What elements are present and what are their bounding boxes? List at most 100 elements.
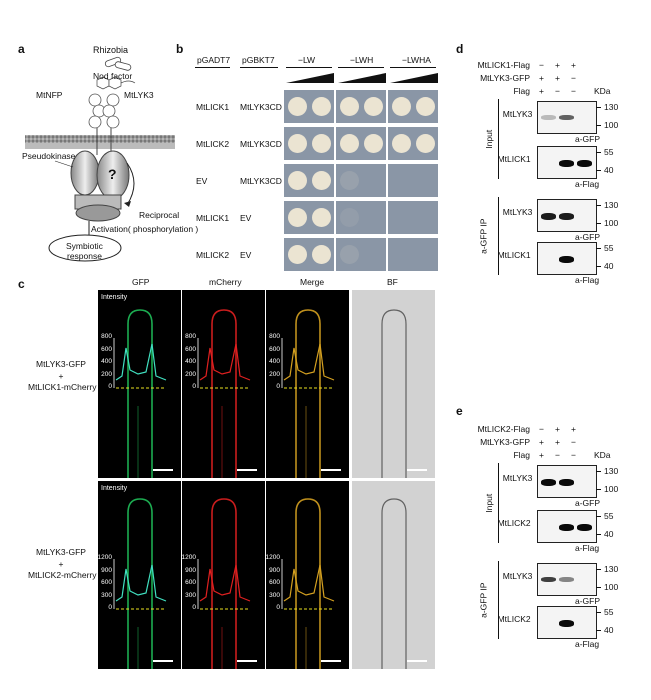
panel_d-band-2-0: [541, 212, 556, 220]
plate-2-2: [388, 164, 438, 197]
colony-4-0-0: [288, 245, 307, 264]
tick-r0-c2-3: 200: [269, 370, 280, 378]
panel_e-mw-b-1: 40: [604, 529, 614, 539]
scale-bar-r1-c2: [321, 660, 341, 662]
plate-2-0: [284, 164, 334, 197]
root-hair-outline-r0-c3: [381, 309, 407, 478]
panel_d-sign-1-2: −: [571, 73, 576, 83]
medium-label-2: −LWHA: [402, 55, 431, 65]
tick-r0-c1-0: 800: [185, 333, 196, 340]
response-label: response: [67, 251, 102, 261]
panel_e-protein-2: MtLYK3: [502, 571, 533, 581]
panel_d-sign-1-1: +: [555, 73, 560, 83]
panel_d-mw-b-0: 100: [604, 120, 619, 130]
row-ad-0: MtLICK1: [196, 102, 230, 112]
medium-label-0: −LW: [298, 55, 316, 65]
panel_d-band-3-1: [559, 255, 574, 263]
panel_e-sign-1-1: +: [555, 437, 560, 447]
scale-bar-r0-c2: [321, 469, 341, 471]
pgbkt7-label: pGBKT7: [242, 55, 275, 65]
panel_d-mwtick-a-0: [596, 107, 601, 108]
plate-1-0: [284, 127, 334, 160]
row-bd-2: MtLYK3CD: [240, 176, 282, 186]
panel_d-mw-b-2: 100: [604, 218, 619, 228]
colony-0-2-0: [392, 97, 411, 116]
tick-r1-c2-3: 300: [269, 591, 280, 599]
panel_e-band-0-0: [541, 478, 556, 486]
panel_d-band-1-1: [559, 159, 574, 167]
row1-label-a: MtLYK3-GFP: [36, 359, 86, 369]
panel_e-mw-a-1: 55: [604, 511, 614, 521]
row-bd-3: EV: [240, 213, 252, 223]
panel_d-ab-2: a-GFP: [575, 232, 601, 242]
panel_e-mw-a-2: 130: [604, 564, 619, 574]
scale-bar-r1-c1: [237, 660, 257, 662]
panel_d-cond-label-0: MtLICK1-Flag: [477, 60, 530, 70]
panel_e-mwtick-b-2: [596, 587, 601, 588]
panel-label-e: e: [456, 404, 463, 418]
intensity-label-r0: Intensity: [101, 294, 128, 301]
panel_e-mwtick-a-3: [596, 612, 601, 613]
tick-r1-c1-2: 600: [185, 579, 196, 586]
reciprocal-label: Reciprocal: [139, 210, 180, 220]
row-ad-2: EV: [196, 176, 208, 186]
col-gfp: GFP: [132, 277, 150, 287]
dilution-wedge-0: [286, 73, 334, 83]
tick-r1-c1-1: 900: [185, 566, 196, 574]
panel_d-band-2-1: [559, 212, 574, 220]
panel_d-blot-3: [537, 242, 597, 275]
panel_d-input-bracket: [498, 99, 499, 179]
symbiotic-label: Symbiotic: [66, 241, 103, 251]
panel_e-input-label: Input: [484, 493, 495, 513]
panel_d-blot-2: [537, 199, 597, 232]
intensity-label-r1: Intensity: [101, 485, 128, 492]
tick-r1-c2-2: 600: [269, 579, 280, 586]
panel_e-sign-2-2: −: [571, 450, 576, 460]
panel_d-band-0-1: [559, 114, 574, 120]
colony-2-1-0: [340, 171, 359, 190]
plate-3-0: [284, 201, 334, 234]
panel_e-blot-1: [537, 510, 597, 543]
colony-0-2-1: [416, 97, 435, 116]
micrograph-r1-c3: [352, 481, 435, 669]
row2-label-a: MtLYK3-GFP: [36, 547, 86, 557]
plate-0-1: [336, 90, 386, 123]
panel_d-sign-2-0: +: [539, 86, 544, 96]
panel_d-mw-b-1: 40: [604, 165, 614, 175]
panel_e-band-2-1: [559, 576, 574, 582]
panel_d-band-1-2: [577, 159, 592, 167]
panel_e-protein-0: MtLYK3: [502, 473, 533, 483]
panel_e-cond-label-2: Flag: [513, 450, 530, 460]
panel_e-mwtick-b-1: [596, 534, 601, 535]
panel_d-ab-3: a-Flag: [575, 275, 600, 285]
row-bd-1: MtLYK3CD: [240, 139, 282, 149]
panel_d-kda-label: KDa: [594, 86, 611, 96]
panel_e-protein-1: MtLICK2: [497, 518, 531, 528]
panel_e-sign-2-0: +: [539, 450, 544, 460]
panel_e-sign-0-0: −: [539, 424, 544, 434]
panel_e-ab-3: a-Flag: [575, 639, 600, 649]
panel_e-ab-2: a-GFP: [575, 596, 601, 606]
panel_e-sign-1-2: −: [571, 437, 576, 447]
panel_e-mwtick-a-2: [596, 569, 601, 570]
dilution-wedge-2: [390, 73, 438, 83]
panel_e-ip-label: a-GFP IP: [478, 582, 489, 618]
row-ad-3: MtLICK1: [196, 213, 230, 223]
panel_e-kda-label: KDa: [594, 450, 611, 460]
micrograph-r0-c3: [352, 290, 435, 478]
panel_e-ip-bracket: [498, 561, 499, 639]
tick-r1-c2-4: 0: [276, 604, 280, 611]
scale-bar-r0-c0: [153, 469, 173, 471]
mtnfp-label: MtNFP: [36, 90, 63, 100]
panel_e-cond-label-0: MtLICK2-Flag: [477, 424, 530, 434]
colony-2-0-1: [312, 171, 331, 190]
panel-label-b: b: [176, 42, 184, 56]
plate-3-2: [388, 201, 438, 234]
colony-0-1-0: [340, 97, 359, 116]
dilution-wedge-1: [338, 73, 386, 83]
panel_e-ab-0: a-GFP: [575, 498, 601, 508]
receptor-schematic: [25, 56, 175, 262]
